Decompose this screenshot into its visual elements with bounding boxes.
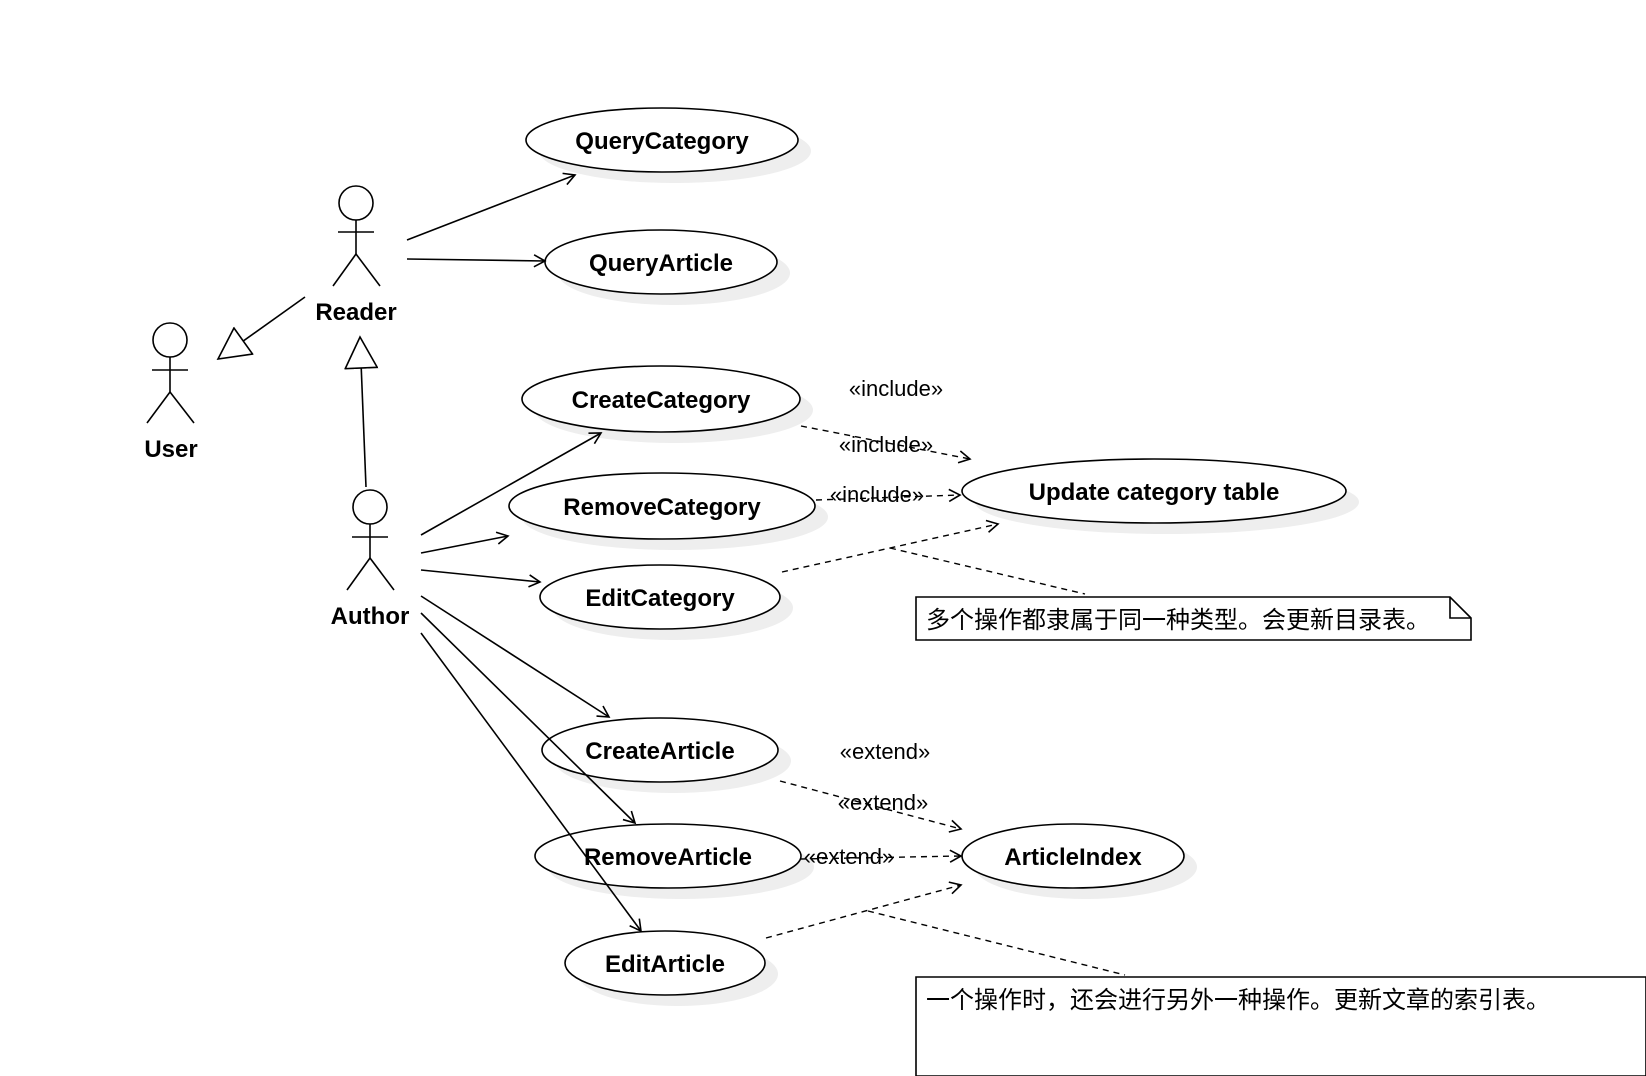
note-anchor-article: [867, 910, 1126, 976]
use-case-label: EditCategory: [585, 585, 735, 612]
use-case-update-category-table[interactable]: Update category table: [961, 458, 1359, 534]
note-text: 多个操作都隶属于同一种类型。会更新目录表。: [926, 606, 1430, 634]
extend-create-article: [779, 780, 963, 833]
use-case-create-category[interactable]: CreateCategory: [521, 365, 813, 443]
association-author-editarticle: [420, 632, 642, 933]
association-author-removecategory: [420, 531, 510, 554]
stereotype-include: «include»: [830, 482, 924, 507]
note-anchor-category: [889, 547, 1086, 595]
use-case-label: ArticleIndex: [1004, 844, 1142, 871]
note-article[interactable]: 一个操作时，还会进行另外一种操作。更新文章的索引表。: [915, 976, 1646, 1076]
note-category[interactable]: 多个操作都隶属于同一种类型。会更新目录表。: [915, 596, 1472, 641]
association-author-removearticle: [420, 612, 637, 825]
stereotype-include: «include»: [849, 376, 943, 401]
use-case-label: RemoveCategory: [563, 494, 761, 521]
actor-reader[interactable]: [332, 185, 381, 287]
actor-label-author: Author: [331, 603, 410, 630]
actor-user[interactable]: [146, 322, 195, 424]
association-reader-queryarticle: [406, 254, 547, 268]
stereotype-extend: «extend»: [840, 739, 931, 764]
association-author-createarticle: [420, 595, 611, 718]
association-author-createcategory: [420, 432, 603, 536]
use-case-label: QueryCategory: [575, 128, 749, 155]
include-remove-category: [815, 488, 962, 503]
actor-head: [338, 185, 374, 221]
actor-label-user: User: [144, 436, 197, 463]
association-author-editcategory: [420, 569, 542, 588]
use-case-article-index[interactable]: ArticleIndex: [961, 823, 1197, 899]
use-case-remove-category[interactable]: RemoveCategory: [508, 472, 828, 550]
use-case-edit-article[interactable]: EditArticle: [564, 930, 778, 1006]
use-case-query-article[interactable]: QueryArticle: [544, 229, 790, 305]
use-case-label: CreateArticle: [585, 738, 734, 765]
stereotype-extend: «extend»: [838, 790, 929, 815]
use-case-create-article[interactable]: CreateArticle: [541, 717, 791, 793]
actor-head: [152, 322, 188, 358]
use-case-remove-article[interactable]: RemoveArticle: [534, 823, 814, 899]
generalization-reader-user: [218, 296, 306, 359]
extend-remove-article: [799, 849, 963, 863]
actor-label-reader: Reader: [315, 299, 396, 326]
use-case-edit-category[interactable]: EditCategory: [539, 564, 793, 640]
note-text: 一个操作时，还会进行另外一种操作。更新文章的索引表。: [926, 986, 1550, 1014]
generalization-author-reader: [360, 337, 366, 488]
extend-edit-article: [765, 881, 963, 939]
use-case-label: Update category table: [1029, 479, 1280, 506]
actor-author[interactable]: [346, 489, 395, 591]
association-reader-querycategory: [406, 172, 577, 241]
use-case-query-category[interactable]: QueryCategory: [525, 107, 811, 183]
stereotype-extend: «extend»: [804, 844, 895, 869]
include-create-category: [800, 425, 972, 464]
stereotype-include: «include»: [839, 432, 933, 457]
use-case-label: QueryArticle: [589, 250, 733, 277]
use-case-label: RemoveArticle: [584, 844, 752, 871]
use-case-label: CreateCategory: [572, 387, 751, 414]
use-case-label: EditArticle: [605, 951, 725, 978]
actor-head: [352, 489, 388, 525]
